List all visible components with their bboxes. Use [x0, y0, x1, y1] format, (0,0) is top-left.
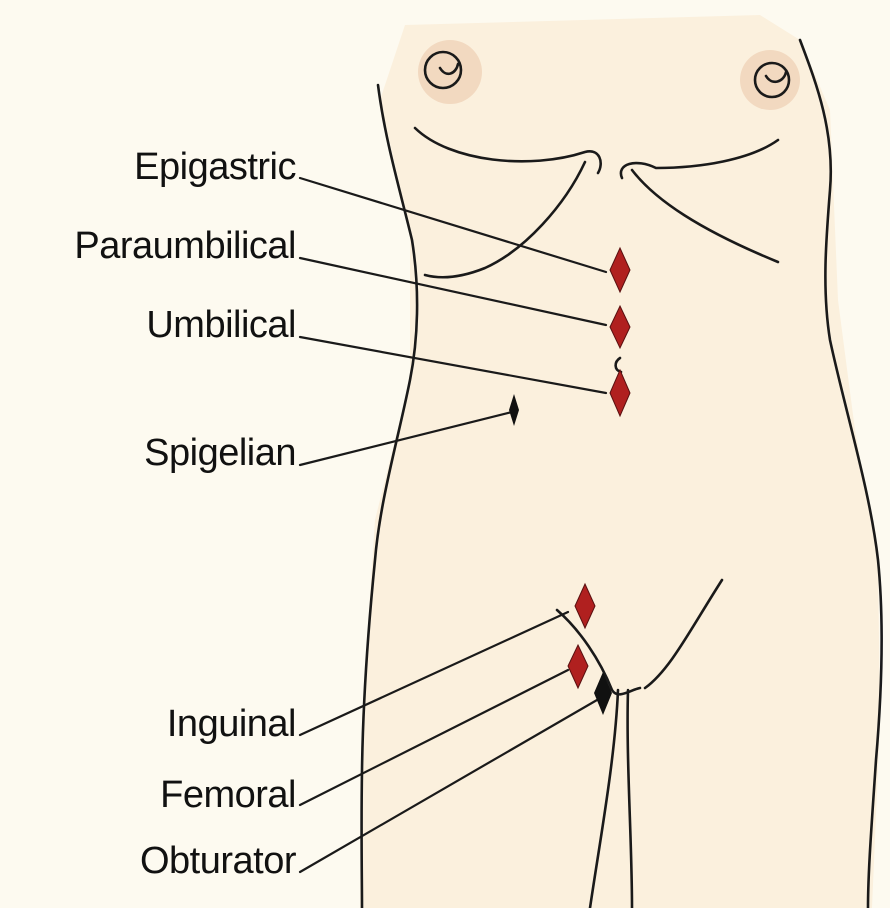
torso-skin [360, 15, 880, 908]
label-femoral: Femoral [160, 776, 296, 814]
label-umbilical: Umbilical [146, 306, 296, 344]
label-inguinal: Inguinal [167, 705, 296, 743]
label-paraumbilical: Paraumbilical [74, 227, 296, 265]
label-spigelian: Spigelian [144, 434, 296, 472]
label-epigastric: Epigastric [134, 148, 296, 186]
left-breast-shading [418, 40, 482, 104]
label-obturator: Obturator [140, 842, 296, 880]
